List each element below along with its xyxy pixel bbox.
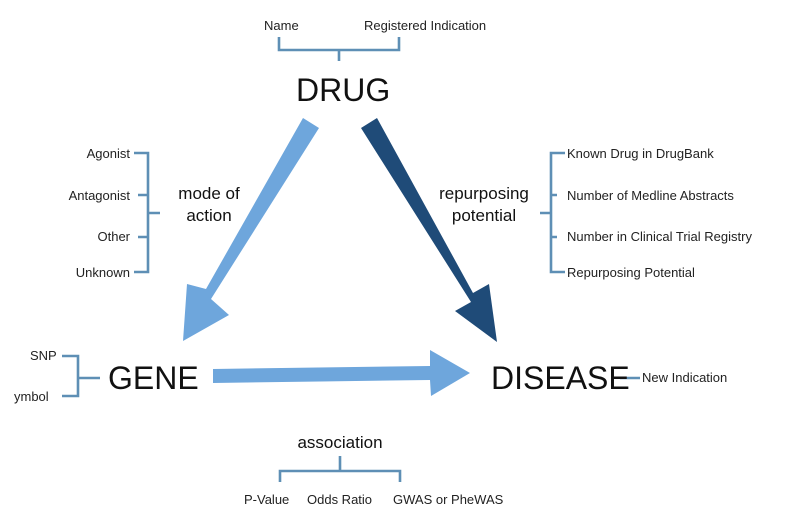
drug-node-label: DRUG: [296, 72, 391, 108]
moa-other: Other: [97, 229, 130, 244]
drug-attr-name: Name: [264, 18, 299, 33]
assoc-odds-ratio: Odds Ratio: [307, 492, 373, 507]
gene-node-label: GENE: [108, 360, 199, 396]
repurposing-potential-label: repurposing potential: [432, 183, 536, 227]
gene-attributes-bracket: [62, 354, 100, 398]
mode-of-action-bracket: [134, 151, 160, 274]
repurposing-potential-line-1: repurposing: [439, 184, 529, 203]
mode-of-action-line-1: mode of: [178, 184, 240, 203]
repurposing-bracket: [540, 151, 565, 274]
drug-attr-registered-indication: Registered Indication: [364, 18, 487, 33]
association-bracket: [278, 456, 402, 482]
moa-agonist: Agonist: [86, 146, 130, 161]
repurposing-potential-line-2: potential: [451, 206, 517, 225]
assoc-gwas-phewas: GWAS or PheWAS: [393, 492, 504, 507]
disease-attr-new-indication: New Indication: [642, 370, 728, 385]
arrow-drug-to-gene: [183, 118, 319, 341]
repurposing-known-drug: Known Drug in DrugBank: [567, 146, 714, 161]
repurposing-clinical-trial: Number in Clinical Trial Registry: [567, 229, 752, 244]
gene-attr-symbol: ymbol: [14, 389, 49, 404]
gene-attr-snp: SNP: [30, 348, 57, 363]
repurposing-medline-abstracts: Number of Medline Abstracts: [567, 188, 734, 203]
disease-node-label: DISEASE: [491, 360, 630, 396]
assoc-p-value: P-Value: [244, 492, 290, 507]
mode-of-action-line-2: action: [186, 206, 232, 225]
moa-unknown: Unknown: [75, 265, 130, 280]
arrow-gene-to-disease: [213, 350, 470, 396]
mode-of-action-label: mode of action: [169, 183, 249, 227]
repurposing-potential-attr: Repurposing Potential: [567, 265, 695, 280]
moa-antagonist: Antagonist: [68, 188, 130, 203]
association-label: association: [297, 433, 383, 452]
drug-attributes-bracket: [277, 37, 401, 61]
arrow-drug-to-disease: [361, 118, 497, 342]
